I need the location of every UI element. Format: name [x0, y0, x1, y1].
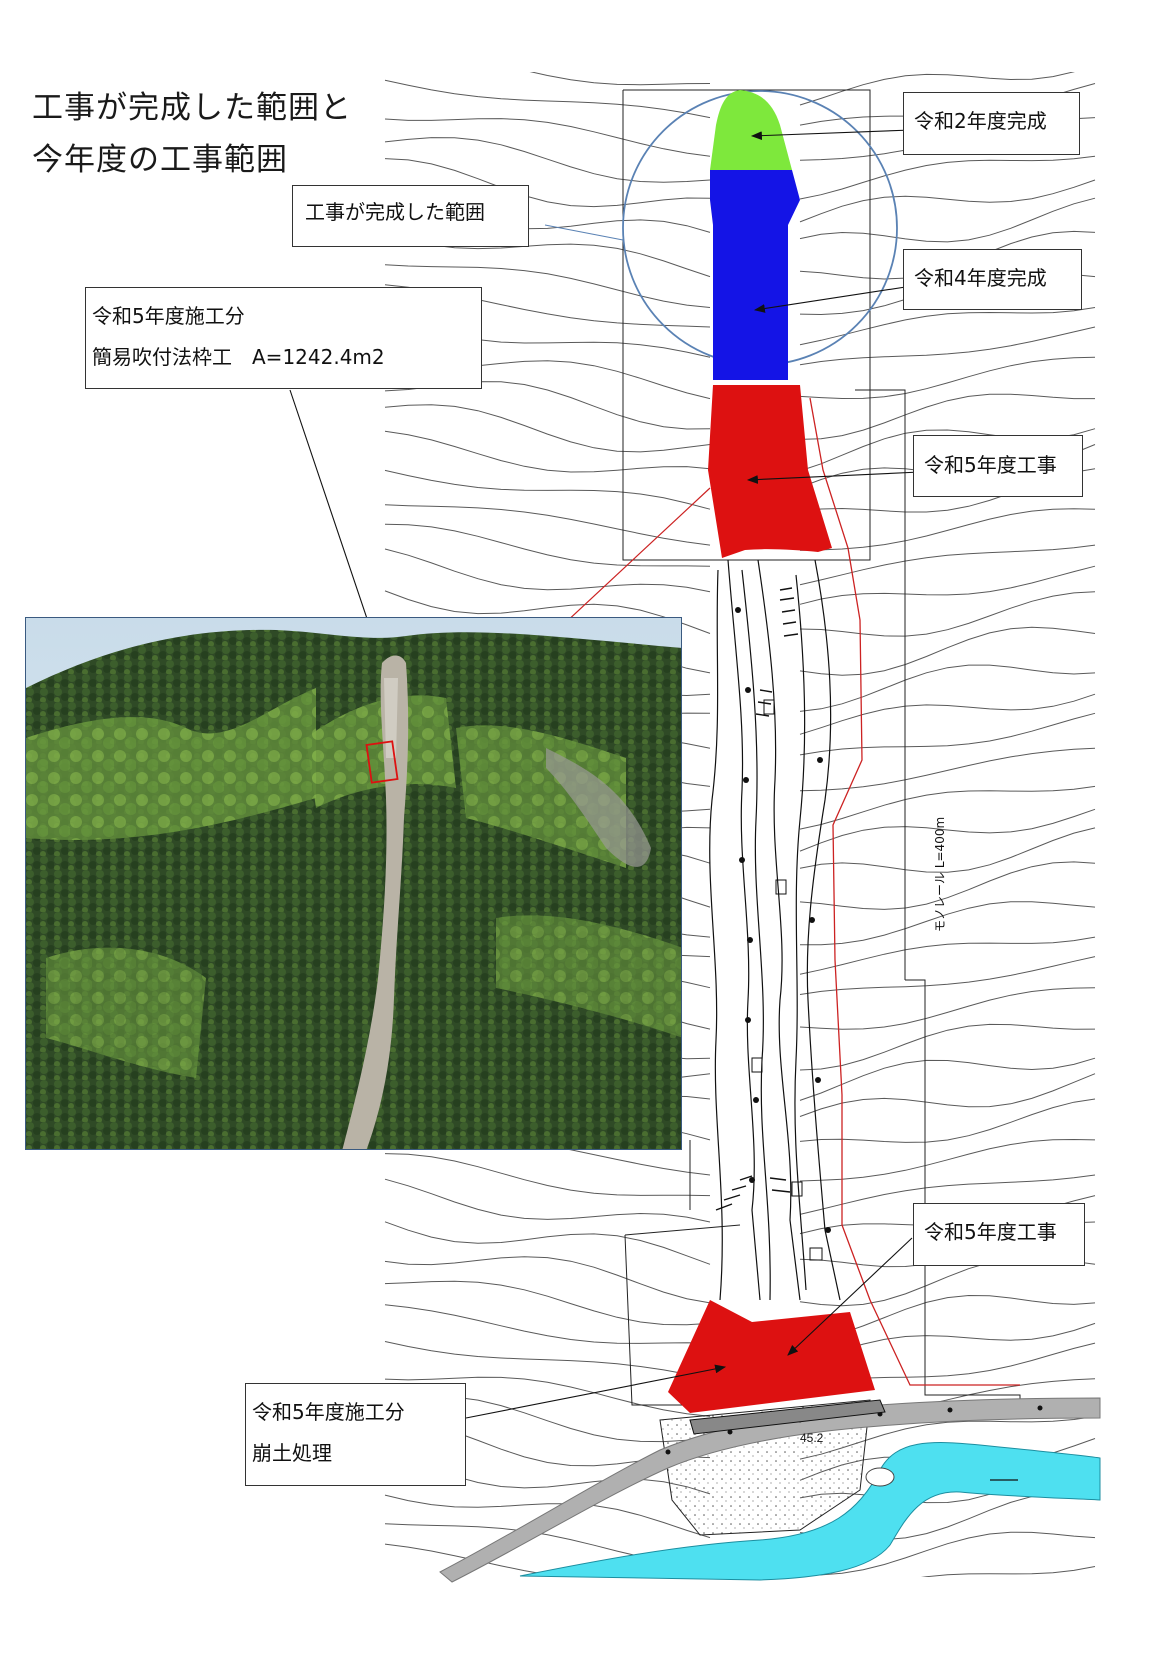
callout-r5-slope-line2: 簡易吹付法枠工 A=1242.4m2 — [92, 345, 385, 369]
contour-line — [384, 264, 711, 308]
contour-line — [799, 987, 1096, 1030]
contour-line — [384, 430, 711, 473]
area-r5-upper — [708, 385, 832, 558]
contour-line — [799, 693, 1096, 735]
contour-line — [384, 1304, 711, 1344]
road-elevation-label: 45.2 — [800, 1431, 824, 1445]
contour-line — [799, 956, 1096, 995]
retaining-wall — [689, 1399, 886, 1435]
contour-line — [384, 504, 711, 546]
contour-line — [384, 523, 711, 567]
contour-line — [799, 1023, 1096, 1071]
contour-line — [799, 1174, 1096, 1215]
contour-line — [799, 936, 1096, 975]
contour-line — [799, 356, 1096, 400]
callout-r5-collapse-line1: 令和5年度施工分 — [252, 1400, 405, 1424]
contour-line — [799, 1531, 1096, 1576]
callout-r2-text: 令和2年度完成 — [914, 109, 1047, 133]
contour-line — [799, 307, 1096, 346]
contour-line — [920, 1566, 1096, 1577]
contour-line — [799, 808, 1096, 852]
contour-line — [799, 508, 1096, 551]
contour-line — [384, 1376, 711, 1417]
contour-line — [799, 712, 1096, 756]
aerial-photo — [25, 617, 682, 1150]
contour-line — [800, 1586, 1095, 1624]
callout-r4-text: 令和4年度完成 — [914, 266, 1047, 290]
survey-points — [735, 607, 831, 1233]
photo-highlight-box — [365, 740, 399, 784]
contour-line — [799, 565, 1096, 605]
contour-line — [384, 137, 711, 183]
area-r2-completed — [710, 90, 792, 170]
monorail-label: モノレール L=400m — [933, 817, 947, 932]
survey-frames — [622, 89, 1021, 1410]
contour-line — [799, 393, 1095, 440]
contour-line — [799, 1138, 1096, 1182]
contour-line — [799, 544, 1096, 586]
callout-r5-collapse-line2: 崩土処理 — [252, 1441, 332, 1465]
gully-survey-lines — [709, 559, 841, 1301]
contour-line — [800, 901, 1096, 946]
gully-hatching — [715, 587, 799, 1211]
contour-line — [384, 469, 711, 510]
callout-r2-completed: 令和2年度完成 — [903, 92, 1080, 155]
contour-line — [799, 827, 1096, 873]
contour-line — [384, 79, 711, 119]
contour-line — [384, 404, 711, 453]
contour-line — [799, 785, 1096, 830]
contour-line — [384, 1494, 711, 1539]
area-r5-lower — [668, 1300, 875, 1413]
callout-r5-lower-works: 令和5年度工事 — [913, 1203, 1085, 1266]
landslide-scar — [342, 655, 409, 1149]
callout-r5-collapse-work: 令和5年度施工分 崩土処理 — [245, 1383, 466, 1486]
contour-line — [384, 1341, 711, 1380]
contour-line — [799, 591, 1096, 637]
contour-line — [799, 1098, 1096, 1143]
callout-completed-range: 工事が完成した範囲 — [292, 185, 529, 247]
contour-line — [799, 1073, 1096, 1117]
contour-line — [799, 626, 1096, 676]
river — [519, 1442, 1101, 1581]
contour-line — [799, 72, 1075, 106]
callout-completed-range-text: 工事が完成した範囲 — [305, 200, 485, 224]
contour-line — [384, 1178, 711, 1223]
contour-line — [799, 747, 1096, 792]
contour-line — [799, 664, 1096, 712]
contour-line — [384, 1153, 711, 1197]
contour-line — [384, 158, 711, 208]
title-line-1: 工事が完成した範囲と — [32, 90, 352, 126]
contour-line — [799, 197, 1096, 243]
structure-markers — [751, 699, 823, 1261]
callout-r5-upper-text: 令和5年度工事 — [924, 453, 1057, 477]
callout-r5-lower-text: 令和5年度工事 — [924, 1220, 1057, 1244]
area-r4-completed — [710, 170, 800, 380]
aerial-photo-illustration — [26, 618, 681, 1149]
road — [439, 1397, 1101, 1583]
red-boundary-line — [809, 397, 1020, 1386]
contour-line — [529, 72, 711, 86]
contour-line — [385, 22, 710, 66]
contour-line — [384, 118, 711, 157]
callout-r4-completed: 令和4年度完成 — [903, 249, 1082, 310]
contour-line — [799, 1057, 1096, 1101]
callout-r5-upper-works: 令和5年度工事 — [913, 435, 1083, 497]
callout-r5-slope-line1: 令和5年度施工分 — [92, 304, 245, 328]
callout-r5-slope-work: 令和5年度施工分 簡易吹付法枠工 A=1242.4m2 — [85, 287, 482, 389]
title-line-2: 今年度の工事範囲 — [32, 142, 288, 178]
contour-line — [384, 1280, 711, 1326]
contour-line — [799, 179, 1096, 223]
contour-line — [384, 590, 711, 634]
contour-line — [799, 861, 1096, 910]
river-island — [865, 1467, 895, 1487]
contour-line — [799, 155, 1096, 200]
contour-line — [384, 1221, 711, 1265]
contour-line — [384, 548, 711, 593]
contour-line — [384, 1256, 711, 1304]
contour-line — [799, 326, 1096, 366]
